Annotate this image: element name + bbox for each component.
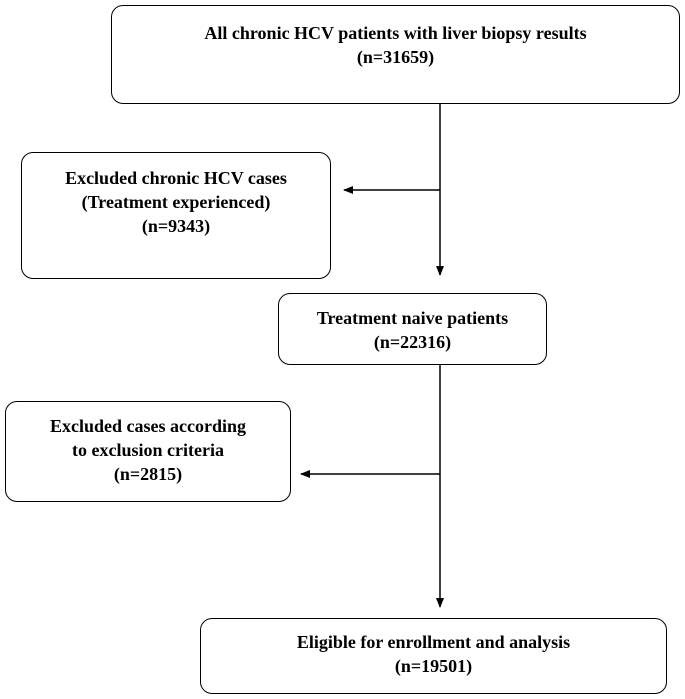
treatment-naive-title: Treatment naive patients: [316, 308, 509, 328]
excluded-treated-line2: (Treatment experienced): [81, 192, 271, 212]
eligible-box: Eligible for enrollment and analysis (n=…: [200, 618, 667, 694]
excluded-criteria-line1: Excluded cases according: [50, 416, 246, 436]
all-patients-count: (n=31659): [356, 47, 435, 67]
treatment-naive-count: (n=22316): [373, 332, 452, 352]
excluded-treated-line1: Excluded chronic HCV cases: [65, 168, 287, 188]
all-patients-title: All chronic HCV patients with liver biop…: [204, 23, 587, 43]
excluded-treated-count: (n=9343): [141, 216, 211, 236]
all-patients-box: All chronic HCV patients with liver biop…: [111, 5, 680, 104]
treatment-naive-box: Treatment naive patients (n=22316): [278, 293, 547, 365]
excluded-treated-box: Excluded chronic HCV cases (Treatment ex…: [21, 152, 331, 279]
excluded-criteria-line2: to exclusion criteria: [72, 440, 224, 460]
excluded-criteria-box: Excluded cases according to exclusion cr…: [5, 401, 291, 502]
excluded-criteria-count: (n=2815): [113, 464, 183, 484]
eligible-count: (n=19501): [394, 656, 473, 676]
eligible-title: Eligible for enrollment and analysis: [296, 632, 571, 652]
